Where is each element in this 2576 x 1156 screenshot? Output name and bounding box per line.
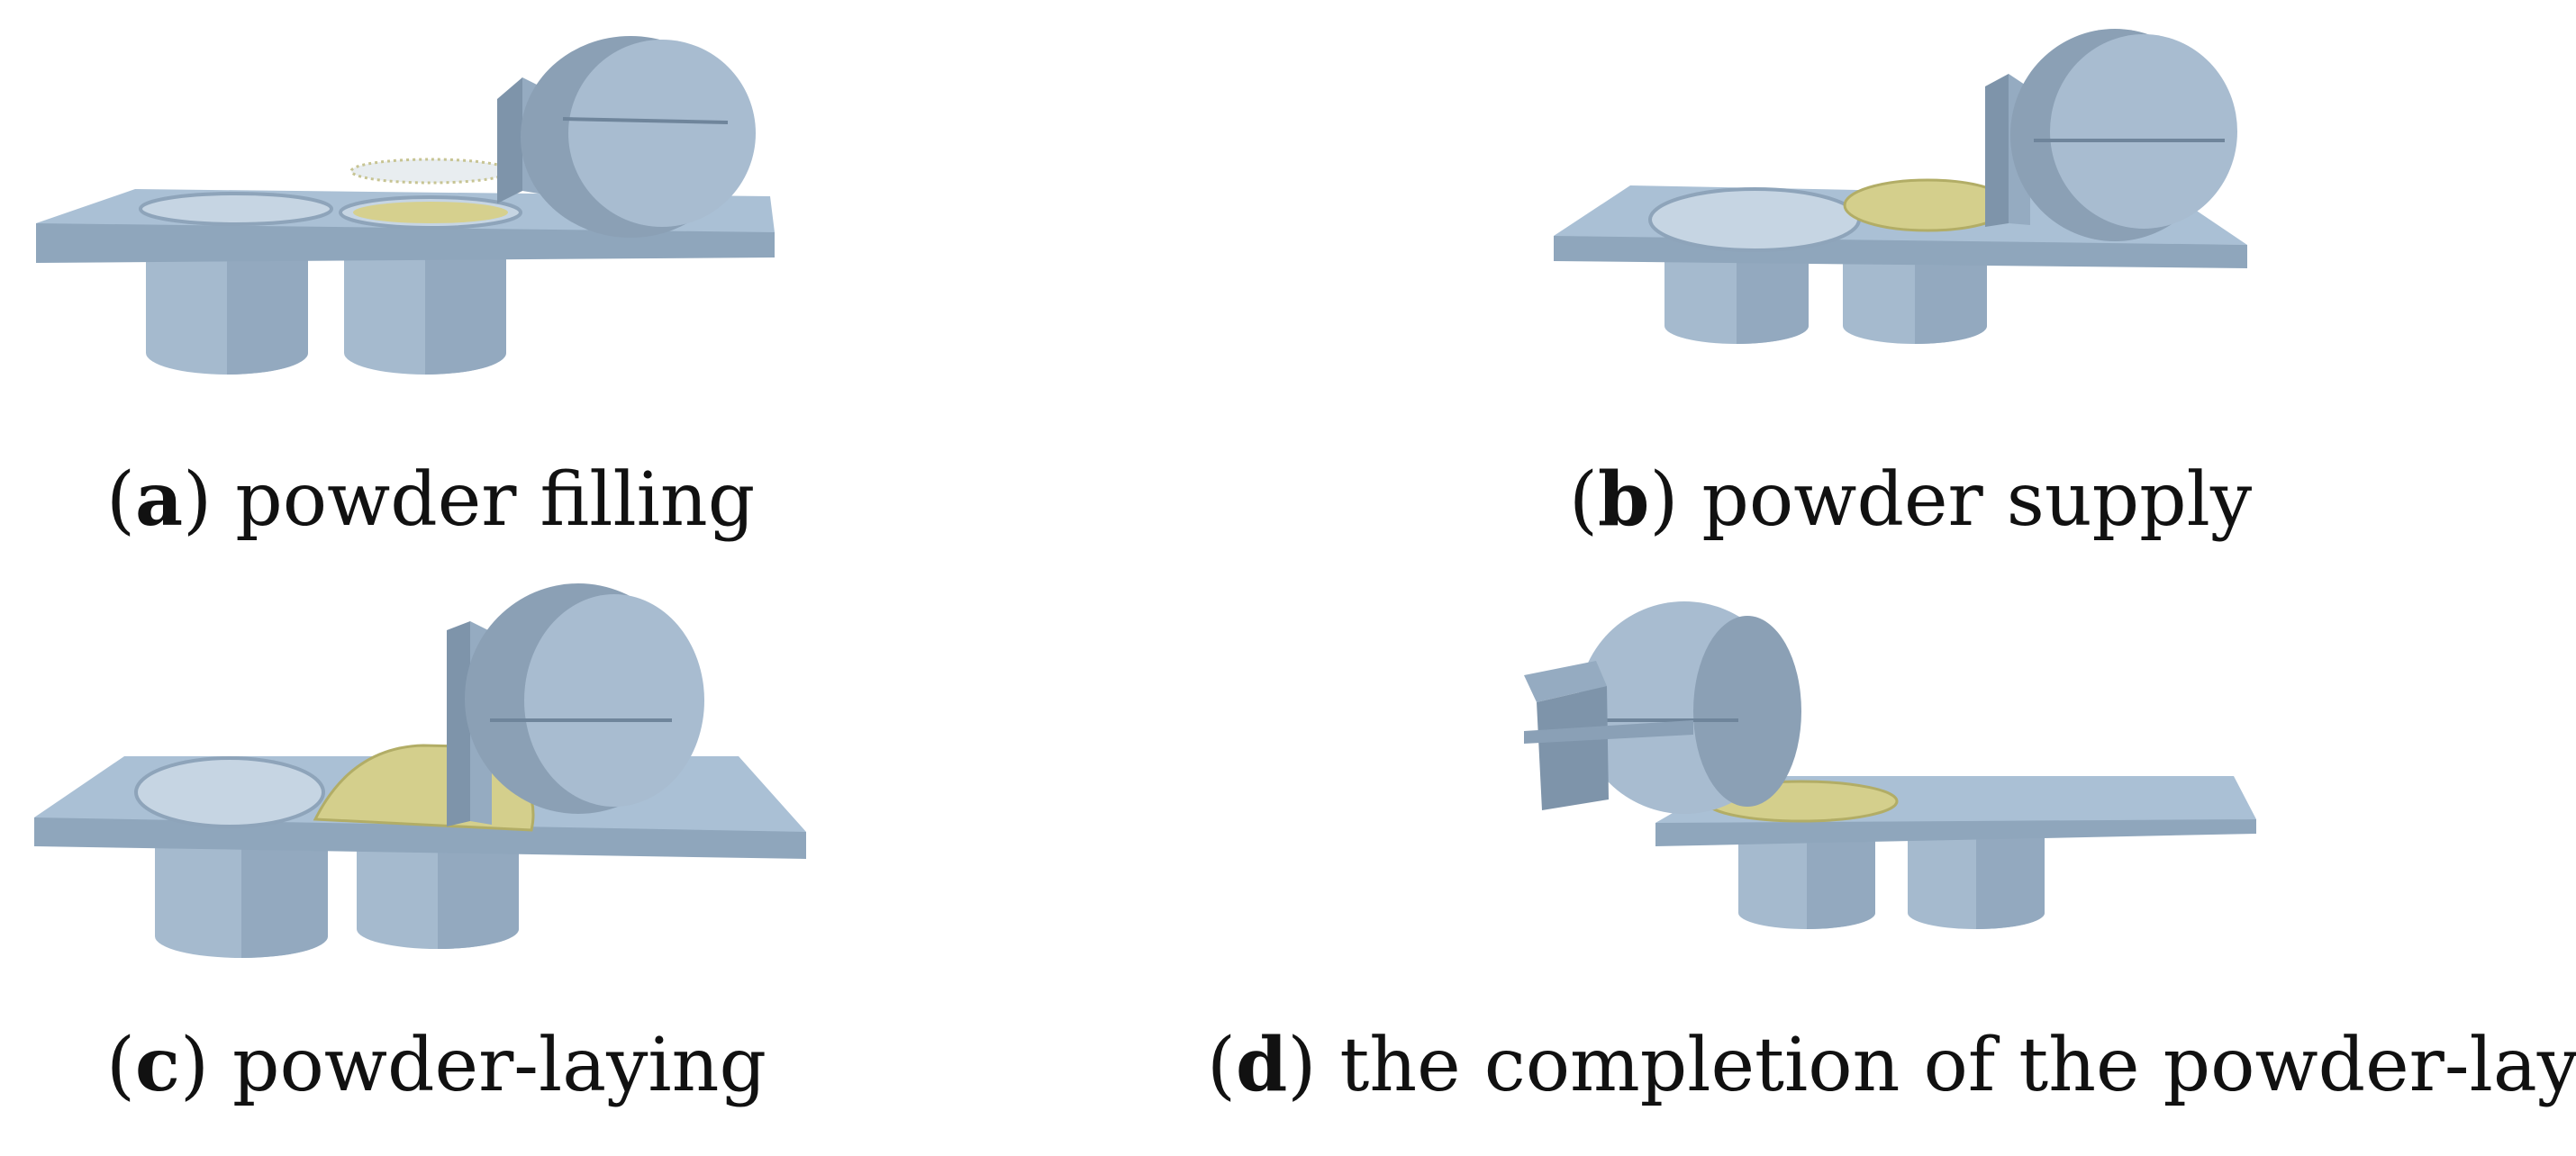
roller bbox=[521, 36, 756, 238]
caption-c: (c) powder-laying bbox=[106, 1022, 766, 1108]
powder-supply-illustration bbox=[1554, 29, 2247, 344]
panel-a: (a) powder filling bbox=[0, 0, 1261, 576]
left-cylinder bbox=[1738, 832, 1875, 929]
left-cylinder bbox=[146, 241, 308, 375]
scraper-blade bbox=[1524, 661, 1693, 810]
powder-pile bbox=[353, 202, 508, 223]
left-well bbox=[1648, 187, 1861, 252]
caption-b: (b) powder supply bbox=[1569, 456, 2253, 543]
powder-filling-illustration bbox=[36, 36, 775, 375]
right-cylinder bbox=[344, 241, 506, 375]
roller bbox=[2010, 29, 2237, 241]
right-cylinder bbox=[1843, 250, 1987, 344]
caption-a: (a) powder filling bbox=[106, 456, 756, 543]
panel-c: (c) powder-laying bbox=[0, 576, 1261, 1156]
left-cylinder bbox=[1664, 250, 1809, 344]
roller bbox=[1578, 601, 1801, 814]
roller bbox=[465, 583, 704, 814]
falling-powder bbox=[349, 158, 512, 185]
right-cylinder bbox=[1908, 832, 2045, 929]
left-cylinder bbox=[155, 834, 328, 958]
caption-d: (d) the completion of the powder-laying bbox=[1207, 1022, 2576, 1108]
panel-d: (d) the completion of the powder-laying bbox=[1207, 576, 2576, 1156]
right-cylinder bbox=[357, 834, 519, 949]
left-well bbox=[139, 192, 333, 226]
powder-laying-complete-illustration bbox=[1524, 601, 2256, 929]
powder-laying-illustration bbox=[34, 583, 806, 958]
left-well bbox=[134, 756, 325, 828]
panel-b: (b) powder supply bbox=[1513, 0, 2576, 576]
